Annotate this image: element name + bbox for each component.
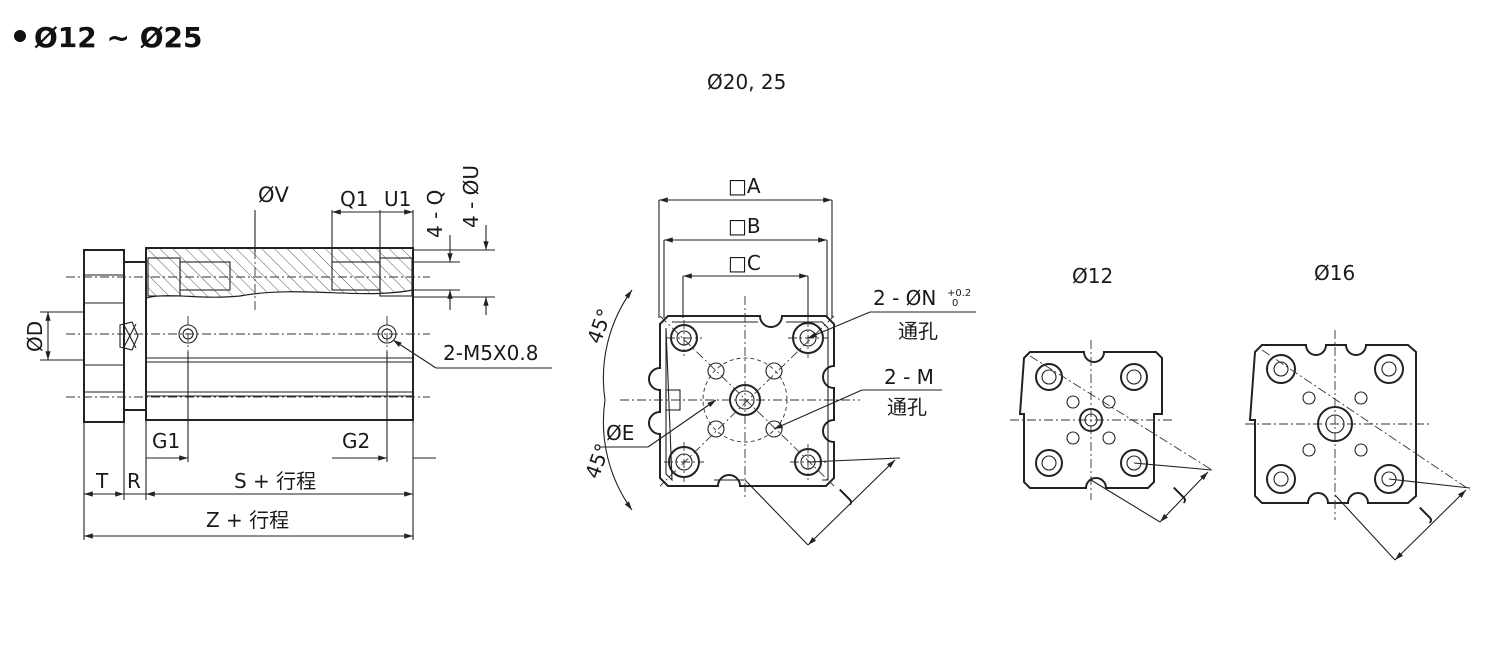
label-u1: U1 [384, 187, 411, 211]
label-n: 2 - ØN [873, 286, 936, 310]
label-g1: G1 [152, 429, 180, 453]
caption-16: Ø16 [1314, 261, 1355, 285]
label-e: ØE [606, 421, 634, 445]
label-s: S + 行程 [234, 469, 316, 493]
label-n-note: 通孔 [898, 319, 938, 343]
rod-nut [83, 249, 125, 423]
label-u: 4 - ØU [459, 165, 483, 228]
label-m-note: 通孔 [887, 395, 927, 419]
label-j-16: J [1413, 502, 1436, 525]
label-d: ØD [23, 321, 47, 352]
label-t: T [95, 469, 109, 493]
label-q: 4 - Q [423, 190, 447, 238]
label-n-tol-upper: +0.2 [947, 288, 971, 299]
caption-12: Ø12 [1072, 264, 1113, 288]
front-view: Ø20, 25 □A □B □C [580, 70, 976, 546]
view-d16: Ø16 J [1245, 261, 1471, 561]
label-q1: Q1 [340, 187, 368, 211]
bullet-icon [14, 30, 26, 42]
label-angle-bottom: 45° [580, 440, 615, 482]
label-z: Z + 行程 [206, 508, 289, 532]
plate-outline-16 [1248, 344, 1417, 504]
label-port: 2-M5X0.8 [443, 341, 538, 365]
label-m: 2 - M [884, 365, 934, 389]
series-title-text: Ø12 ~ Ø25 [34, 21, 203, 54]
label-a: □A [728, 174, 761, 198]
label-b: □B [728, 214, 761, 238]
caption-20-25: Ø20, 25 [707, 70, 786, 94]
label-j-12: J [1167, 482, 1190, 505]
label-g2: G2 [342, 429, 370, 453]
piston-rod [123, 261, 147, 411]
label-n-tol-lower: 0 [952, 298, 958, 309]
view-d12: Ø12 J [1010, 264, 1213, 523]
label-j: J [833, 484, 856, 507]
series-title: Ø12 ~ Ø25 [14, 21, 203, 54]
side-view: ØV Q1 U1 4 - Q 4 - ØU ØD 2-M5X0.8 G1 [23, 165, 552, 540]
label-r: R [127, 469, 141, 493]
label-angle-top: 45° [582, 305, 617, 347]
plate-outline [648, 315, 835, 487]
label-c: □C [728, 251, 761, 275]
label-v: ØV [258, 183, 290, 207]
